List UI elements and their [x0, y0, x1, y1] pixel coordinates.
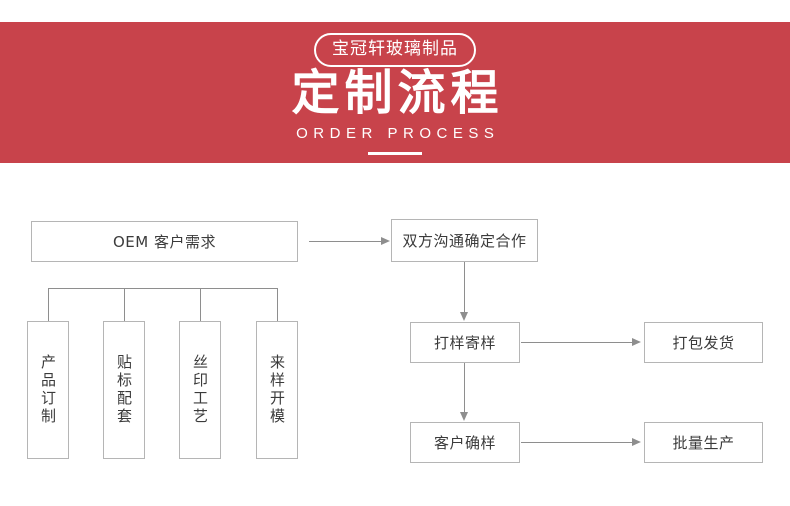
branch-stem-1	[48, 288, 49, 321]
connector-sample-to-pack	[521, 342, 632, 343]
flow-node-branch-3: 丝印工艺	[179, 321, 221, 459]
connector-communicate-to-sample	[464, 262, 465, 312]
flow-node-communicate: 双方沟通确定合作	[391, 219, 538, 262]
connector-sample-to-confirm	[464, 363, 465, 412]
flow-node-mass-production: 批量生产	[644, 422, 763, 463]
brand-badge: 宝冠轩玻璃制品	[314, 33, 476, 67]
flow-node-branch-1: 产品订制	[27, 321, 69, 459]
branch-stem-4	[277, 288, 278, 321]
page-title: 定制流程	[291, 65, 504, 121]
process-flowchart: OEM 客户需求 双方沟通确定合作 产品订制 贴标配套 丝印工艺 来样开模 打样…	[0, 163, 790, 506]
connector-oem-to-communicate	[309, 241, 381, 242]
flow-node-customer-confirm: 客户确样	[410, 422, 520, 463]
branch-stem-3	[200, 288, 201, 321]
arrowhead-sample-to-confirm	[460, 412, 468, 421]
connector-confirm-to-production	[521, 442, 632, 443]
arrowhead-confirm-to-production	[632, 438, 641, 446]
flow-node-pack-ship: 打包发货	[644, 322, 763, 363]
arrowhead-communicate-to-sample	[460, 312, 468, 321]
page-banner: 宝冠轩玻璃制品 定制流程 ORDER PROCESS	[0, 22, 790, 163]
flow-node-branch-4: 来样开模	[256, 321, 298, 459]
branch-bus-horizontal	[48, 288, 277, 289]
branch-stem-2	[124, 288, 125, 321]
arrowhead-sample-to-pack	[632, 338, 641, 346]
arrowhead-oem-to-communicate	[381, 237, 390, 245]
page-subtitle: ORDER PROCESS	[296, 125, 500, 142]
flow-node-oem-demand: OEM 客户需求	[31, 221, 298, 262]
flow-node-sample-send: 打样寄样	[410, 322, 520, 363]
title-underline-rule	[368, 152, 422, 155]
flow-node-branch-2: 贴标配套	[103, 321, 145, 459]
